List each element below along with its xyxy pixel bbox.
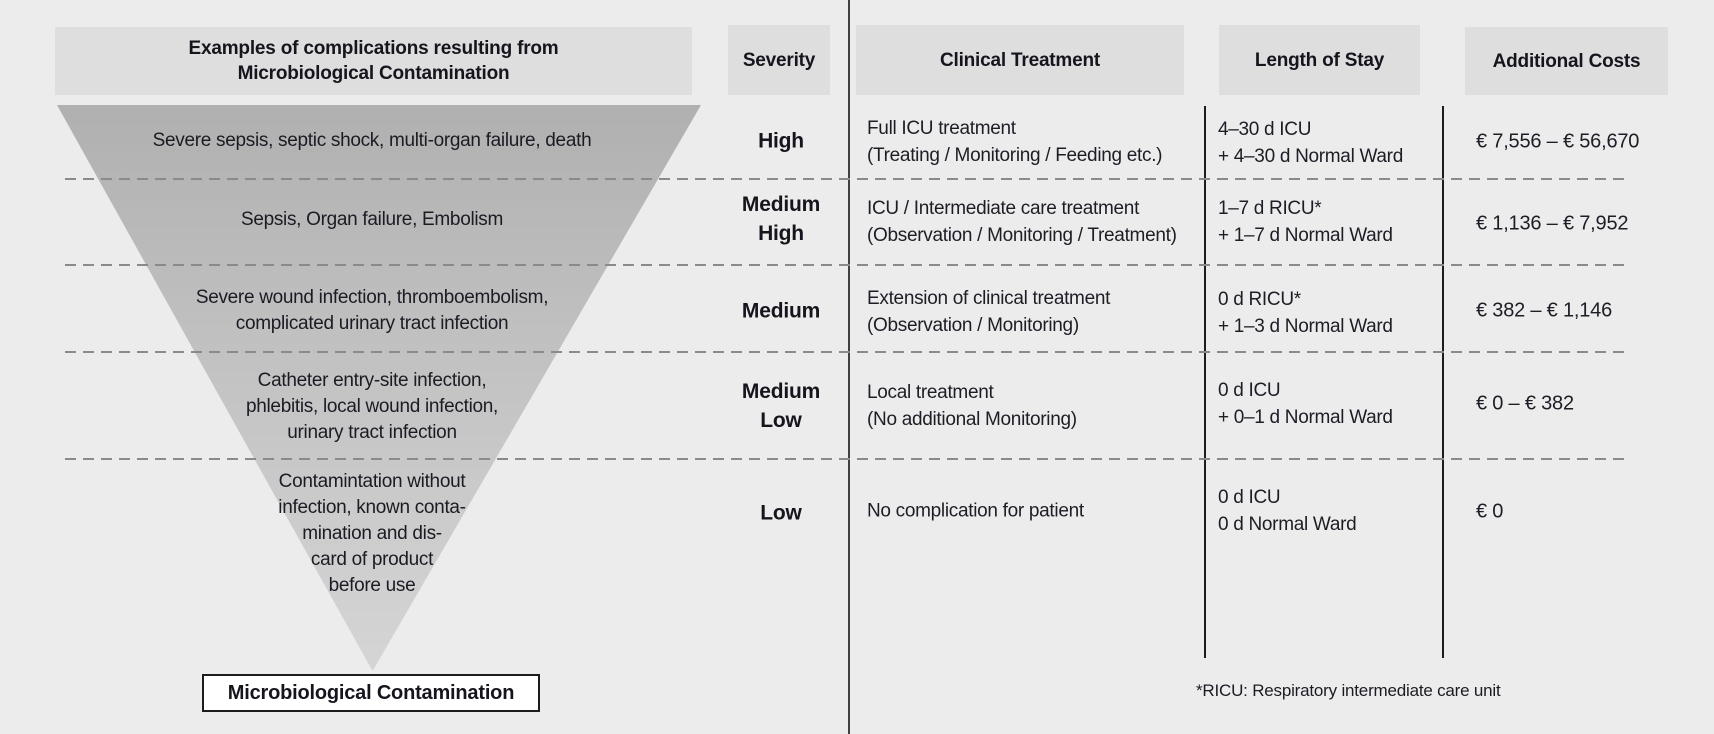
treatment-row5-line1: No complication for patient xyxy=(867,500,1084,522)
examples-row3-line2: complicated urinary tract infection xyxy=(235,313,509,334)
severity-row5: Low xyxy=(760,501,802,525)
severity-row1: High xyxy=(758,129,804,153)
severity-header-label: Severity xyxy=(742,49,816,71)
severity-row4-line2: Low xyxy=(760,409,802,432)
costs-cell: € 0 xyxy=(1476,501,1503,524)
treatment-row3-line2: (Observation / Monitoring) xyxy=(867,315,1079,336)
examples-row5-line4: card of product xyxy=(310,549,434,570)
costs-row4: € 0 – € 382 xyxy=(1476,392,1574,415)
costs-cell: € 7,556 – € 56,670 xyxy=(1476,131,1639,154)
row-divider-1 xyxy=(65,178,1630,180)
contamination-label-box: Microbiological Contamination xyxy=(202,674,540,712)
stay-cell: 1–7 d RICU* + 1–7 d Normal Ward xyxy=(1218,195,1393,249)
costs-row5: € 0 xyxy=(1476,500,1504,523)
treatment-row4-line1: Local treatment xyxy=(867,382,994,403)
costs-header-label: Additional Costs xyxy=(1492,50,1641,72)
stay-header-label: Length of Stay xyxy=(1254,49,1385,71)
treatment-row1-line2: (Treating / Monitoring / Feeding etc.) xyxy=(867,145,1163,166)
stay-cell: 0 d RICU* + 1–3 d Normal Ward xyxy=(1218,286,1393,340)
severity-row3: Medium xyxy=(741,299,821,323)
costs-row2: € 1,136 – € 7,952 xyxy=(1476,212,1629,235)
severity-cell: Medium Low xyxy=(742,377,820,435)
treatment-row4-line2: (No additional Monitoring) xyxy=(867,409,1077,430)
contamination-label: Microbiological Contamination xyxy=(227,681,515,704)
costs-row1: € 7,556 – € 56,670 xyxy=(1476,130,1640,153)
table-divider xyxy=(848,0,850,734)
stay-cell: 0 d ICU 0 d Normal Ward xyxy=(1218,484,1357,538)
severity-row4-line1: Medium xyxy=(741,380,821,403)
costs-header: Additional Costs xyxy=(1465,27,1668,95)
costs-cell: € 0 – € 382 xyxy=(1476,393,1574,416)
severity-row2-line1: Medium xyxy=(741,193,821,216)
funnel-examples-cell: Catheter entry-site infection, phlebitis… xyxy=(246,368,498,446)
treatment-cell: ICU / Intermediate care treatment (Obser… xyxy=(867,195,1177,249)
funnel-examples-cell: Contamintation without infection, known … xyxy=(278,469,466,599)
funnel-examples-cell: Sepsis, Organ failure, Embolism xyxy=(241,207,503,233)
examples-row4-line2: phlebitis, local wound infection, xyxy=(245,396,499,417)
funnel-examples-cell: Severe sepsis, septic shock, multi-organ… xyxy=(153,128,592,154)
column-divider-costs xyxy=(1442,106,1444,658)
severity-row2-line2: High xyxy=(758,222,804,245)
examples-row5-line5: before use xyxy=(328,575,416,596)
stay-cell: 4–30 d ICU + 4–30 d Normal Ward xyxy=(1218,116,1403,170)
costs-cell: € 1,136 – € 7,952 xyxy=(1476,213,1628,236)
examples-row1-line1: Severe sepsis, septic shock, multi-organ… xyxy=(152,130,592,151)
stay-row2-line1: 1–7 d RICU* xyxy=(1218,198,1322,219)
examples-row5-line1: Contamintation without xyxy=(278,471,466,492)
severity-cell: High xyxy=(758,127,804,156)
examples-row3-line1: Severe wound infection, thromboembolism, xyxy=(195,287,549,308)
complications-header-line2: Microbiological Contamination xyxy=(237,63,510,84)
stay-row2-line2: + 1–7 d Normal Ward xyxy=(1218,225,1393,246)
treatment-header: Clinical Treatment xyxy=(856,25,1184,95)
treatment-cell: Local treatment (No additional Monitorin… xyxy=(867,379,1077,433)
stay-row3-line1: 0 d RICU* xyxy=(1218,289,1301,310)
column-divider-stay xyxy=(1204,106,1206,658)
row-divider-3 xyxy=(65,351,1630,353)
severity-header: Severity xyxy=(728,25,830,95)
costs-row3: € 382 – € 1,146 xyxy=(1476,299,1613,322)
stay-row4-line2: + 0–1 d Normal Ward xyxy=(1218,407,1393,428)
severity-cell: Low xyxy=(760,499,802,528)
stay-row4-line1: 0 d ICU xyxy=(1218,380,1281,401)
examples-row5-line3: mination and dis- xyxy=(302,523,442,544)
costs-cell: € 382 – € 1,146 xyxy=(1476,300,1612,323)
examples-row2-line1: Sepsis, Organ failure, Embolism xyxy=(240,209,504,230)
treatment-cell: No complication for patient xyxy=(867,498,1084,525)
treatment-header-label: Clinical Treatment xyxy=(939,49,1101,71)
complications-header: Examples of complications resulting from… xyxy=(55,27,692,95)
treatment-row2-line2: (Observation / Monitoring / Treatment) xyxy=(867,225,1177,246)
complications-header-line1: Examples of complications resulting from xyxy=(188,38,559,59)
treatment-row3-line1: Extension of clinical treatment xyxy=(867,288,1111,309)
stay-cell: 0 d ICU + 0–1 d Normal Ward xyxy=(1218,377,1393,431)
severity-cell: Medium High xyxy=(742,190,820,248)
examples-row4-line1: Catheter entry-site infection, xyxy=(257,370,487,391)
treatment-cell: Full ICU treatment (Treating / Monitorin… xyxy=(867,115,1163,169)
severity-cell: Medium xyxy=(742,297,820,326)
stay-row3-line2: + 1–3 d Normal Ward xyxy=(1218,316,1393,337)
treatment-row2-line1: ICU / Intermediate care treatment xyxy=(867,198,1140,219)
stay-row5-line2: 0 d Normal Ward xyxy=(1218,514,1357,535)
treatment-cell: Extension of clinical treatment (Observa… xyxy=(867,285,1110,339)
stay-header: Length of Stay xyxy=(1219,25,1420,95)
funnel-examples-cell: Severe wound infection, thromboembolism,… xyxy=(195,285,549,337)
treatment-row1-line1: Full ICU treatment xyxy=(867,118,1016,139)
stay-row1-line1: 4–30 d ICU xyxy=(1218,119,1312,140)
examples-row5-line2: infection, known conta- xyxy=(278,497,466,518)
row-divider-4 xyxy=(65,458,1630,460)
row-divider-2 xyxy=(65,264,1630,266)
ricu-footnote: *RICU: Respiratory intermediate care uni… xyxy=(1196,681,1501,700)
examples-row4-line3: urinary tract infection xyxy=(287,422,457,443)
stay-row5-line1: 0 d ICU xyxy=(1218,487,1281,508)
stay-row1-line2: + 4–30 d Normal Ward xyxy=(1218,146,1403,167)
